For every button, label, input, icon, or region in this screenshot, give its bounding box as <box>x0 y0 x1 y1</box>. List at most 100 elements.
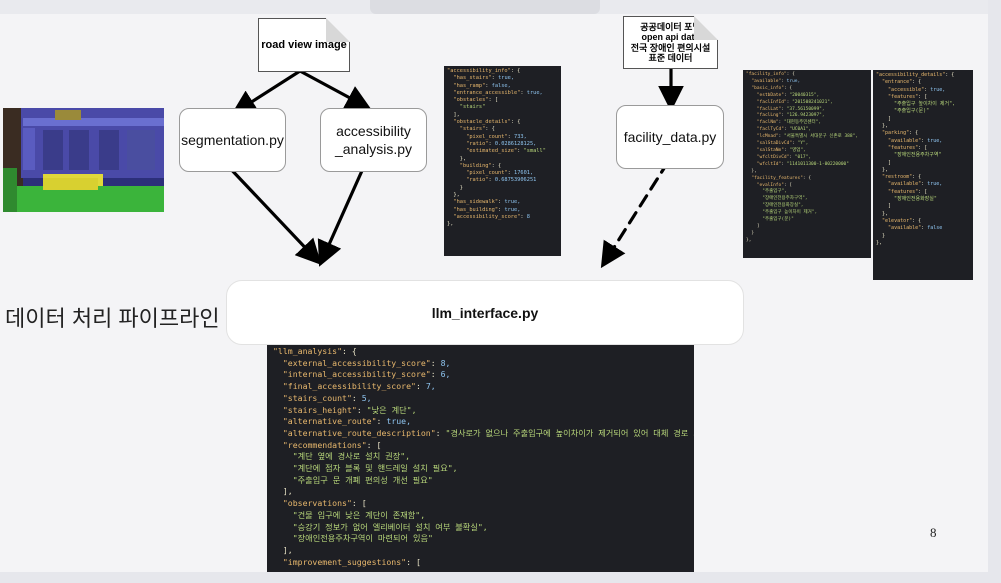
code-line: }, <box>447 192 460 199</box>
code-line: "salStaNm": "영업", <box>756 147 806 153</box>
code-line: }, <box>447 155 467 162</box>
code-line: }, <box>746 168 757 174</box>
code-line: "features": [ <box>888 144 928 151</box>
code-line: "available": true, <box>888 137 943 144</box>
portal-line-2: open api data <box>641 32 700 42</box>
code-line: ] <box>746 223 760 229</box>
code-line: "주출입구 높이차이 제거", <box>746 210 818 216</box>
llm-analysis-json-panel: "llm_analysis": { "external_accessibilit… <box>267 344 694 572</box>
code-line: }, <box>876 210 889 217</box>
code-line: "주출입구", <box>746 189 787 195</box>
code-line: ] <box>876 203 892 210</box>
code-line: "entrance": { <box>882 79 922 86</box>
code-line: "stairs_height": "낮은 계단", <box>282 404 417 415</box>
llm-interface-label: llm_interface.py <box>431 304 539 321</box>
public-portal-note: 공공데이터 포털 open api data 전국 장애인 편의시설 표준 데이… <box>623 16 718 69</box>
code-line: "pixel_count": 733, <box>466 133 527 140</box>
code-line: "faclLat": "37.56150099", <box>756 106 825 112</box>
code-line: "faclLng": "126.9423097", <box>756 113 825 119</box>
code-line: "basic_info": { <box>751 85 793 91</box>
arrow-roadview-to-segmentation <box>230 69 302 116</box>
code-line: "internal_accessibility_score": 6, <box>282 369 451 380</box>
note-fold-icon <box>694 16 718 40</box>
code-line: "external_accessibility_score": 8, <box>282 357 451 368</box>
facility-label: facility_data.py <box>623 129 717 145</box>
code-line: "승강기 정보가 없어 엘리베이터 설치 여부 불확실", <box>273 521 488 532</box>
code-line: }, <box>746 237 752 243</box>
accessibility-label-line-2: _analysis.py <box>334 141 413 157</box>
accessibility-info-json-panel: "accessibility_info": { "has_stairs": tr… <box>444 66 561 256</box>
code-line: ], <box>273 544 293 555</box>
code-line: "observations": [ <box>282 498 367 509</box>
code-line: "pixel_count": 17601, <box>466 170 534 177</box>
code-line: "improvement_suggestions": [ <box>282 556 421 567</box>
code-line: }, <box>876 166 889 173</box>
code-line: "accessibility_details": { <box>876 72 955 78</box>
code-line: "obstacle_details": { <box>453 119 521 126</box>
code-line: "estbDate": "20040315", <box>756 92 820 98</box>
window-right-edge <box>988 0 1001 583</box>
portal-line-3: 전국 장애인 편의시설 <box>630 42 711 53</box>
code-line: "has_ramp": false, <box>453 82 511 89</box>
segmentation-box: segmentation.py <box>179 108 286 172</box>
code-line: "available": false <box>888 225 943 232</box>
code-line: "faclNm": "대현동주민센터", <box>756 120 822 126</box>
code-line: ], <box>273 486 293 497</box>
arrow-facility-to-llm <box>600 160 670 269</box>
code-line: "restroom": { <box>882 174 922 181</box>
code-line: "ratio": 0.68753906251 <box>466 177 537 184</box>
code-line: ] <box>876 159 892 166</box>
code-line: "장애인전용주차구역", <box>746 196 808 202</box>
code-line: "장애인전용화장실" <box>876 196 937 203</box>
code-line: "장애인전용주차구역" <box>876 152 942 159</box>
code-line: "has_stairs": true, <box>453 75 515 82</box>
code-line: "accessibility_score": 8 <box>453 213 530 220</box>
code-line: "features": [ <box>888 93 928 100</box>
facility-info-json-panel: "facility_info": { "available": true, "b… <box>743 70 871 258</box>
code-line: "llm_analysis": { <box>273 346 357 356</box>
page-number: 8 <box>930 525 937 540</box>
code-line: }, <box>876 239 883 246</box>
window-bottom-bar <box>0 572 1001 583</box>
code-line: "주출입구(문)" <box>746 217 794 223</box>
arrow-roadview-to-accessibility <box>298 69 372 110</box>
slide: road view image 공공데이터 포털 open api data 전… <box>0 14 988 572</box>
code-line: "accessible": true, <box>888 86 946 93</box>
road-view-note: road view image <box>258 18 350 72</box>
code-line: }, <box>447 221 454 228</box>
code-line: "building": { <box>459 162 502 169</box>
code-line: }, <box>876 123 889 130</box>
code-line: "주출입구 문 개폐 편의성 개선 필요" <box>273 474 433 485</box>
code-line: "salStaDivCd": "Y", <box>756 141 809 147</box>
note-fold-icon <box>326 18 350 42</box>
code-line: "faclTyCd": "UC0A1", <box>756 127 812 133</box>
code-line: "available": true, <box>751 78 801 84</box>
code-line: "alternative_route": true, <box>282 416 412 427</box>
code-line: } <box>746 230 755 236</box>
code-line: "alternative_route_description": "경사로가 없… <box>282 427 694 438</box>
pipeline-arrows <box>224 67 684 269</box>
code-line: "stairs_count": 5, <box>282 392 372 403</box>
code-line: "wfcltDivCd": "017", <box>756 154 812 160</box>
code-line: "주출입구(문)" <box>876 108 930 115</box>
accessibility-analysis-box: accessibility _analysis.py <box>320 108 427 172</box>
code-line: "장애인전용주차구역이 마련되어 있음" <box>273 533 433 544</box>
code-line: "wfcltId": "1141011300-1-00220000" <box>756 161 849 167</box>
code-line: "has_building": true, <box>453 206 521 213</box>
code-line: "accessibility_info": { <box>447 68 521 74</box>
facility-data-box: facility_data.py <box>616 105 724 169</box>
code-line: "final_accessibility_score": 7, <box>282 381 436 392</box>
code-line: "entrance_accessible": true, <box>453 89 543 96</box>
code-line: ], <box>447 111 460 118</box>
code-line: "elevator": { <box>882 217 922 224</box>
code-line: "주출입구 높이차이 제거", <box>876 101 956 108</box>
code-line: ] <box>876 115 892 122</box>
code-line: "obstacles": [ <box>453 97 499 104</box>
code-line: } <box>447 184 463 191</box>
code-line: "건물 입구에 낮은 계단이 존재함", <box>273 509 426 520</box>
accessibility-details-json-panel: "accessibility_details": { "entrance": {… <box>873 70 973 280</box>
arrow-accessibility-to-llm <box>317 162 367 267</box>
arrow-segmentation-to-llm <box>224 162 322 265</box>
portal-line-1: 공공데이터 포털 <box>640 21 701 32</box>
